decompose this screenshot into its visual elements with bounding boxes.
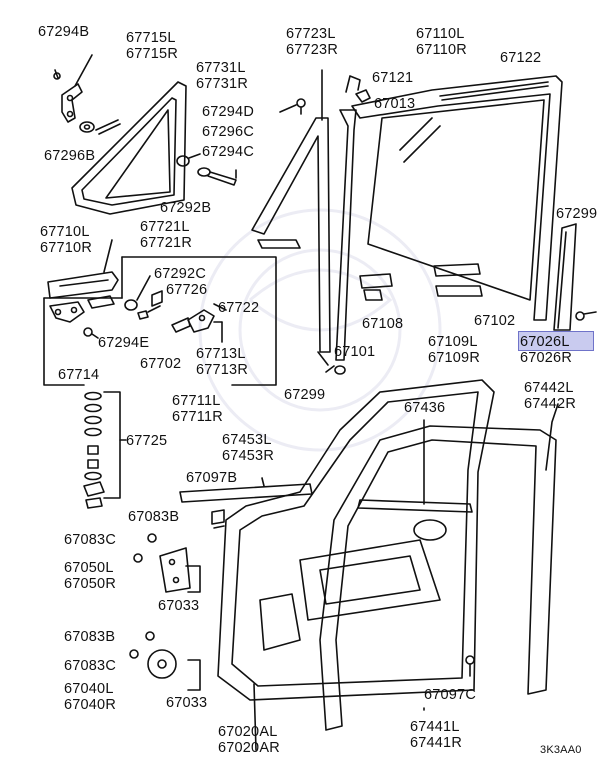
washer-67296B <box>79 121 95 133</box>
pin-67722 <box>171 317 191 333</box>
hinge-67713 <box>187 303 227 343</box>
division-bar-67723 <box>251 69 331 366</box>
glass-run-67121 <box>335 75 371 361</box>
bolt-67299-lower <box>325 365 346 375</box>
label-67296B[interactable]: 67296B <box>44 148 96 164</box>
bolt-67294C <box>197 167 237 186</box>
regulator-rail-67436 <box>357 419 473 513</box>
label-67083C-upper[interactable]: 67083C <box>64 532 116 548</box>
clip-67097C <box>465 655 475 677</box>
shim-stack-67725 <box>83 391 127 509</box>
vent-lower-bracket-67721 <box>47 239 119 299</box>
washer-67296C <box>176 153 201 167</box>
label-67722[interactable]: 67722 <box>218 300 260 316</box>
label-67299-upper[interactable]: 67299 <box>556 206 598 222</box>
label-67292C[interactable]: 67292C <box>154 266 206 282</box>
diagram-code: 3K3AA0 <box>540 744 582 756</box>
subassembly-frame-67711 <box>43 256 277 386</box>
label-67436[interactable]: 67436 <box>404 400 446 416</box>
label-67083B-upper[interactable]: 67083B <box>128 509 180 525</box>
label-67299-lower[interactable]: 67299 <box>284 387 326 403</box>
label-67725[interactable]: 67725 <box>126 433 168 449</box>
label-67294E[interactable]: 67294E <box>98 335 150 351</box>
label-67097C[interactable]: 67097C <box>424 687 476 703</box>
belt-molding-67453 <box>179 477 313 503</box>
label-67294D[interactable]: 67294D <box>202 104 254 120</box>
label-67102[interactable]: 67102 <box>474 313 516 329</box>
weatherstrip-67441 <box>319 425 557 731</box>
hinge-lower-67040 <box>129 631 201 691</box>
spring-67726 <box>137 290 163 320</box>
label-67033-upper[interactable]: 67033 <box>158 598 200 614</box>
label-67121[interactable]: 67121 <box>372 70 414 86</box>
label-67083C-lower[interactable]: 67083C <box>64 658 116 674</box>
label-67292B[interactable]: 67292B <box>160 200 212 216</box>
washer-67292C <box>124 275 151 311</box>
door-panel-67020A <box>213 379 495 751</box>
highlighted-part-67026L[interactable] <box>518 331 594 351</box>
screw-67294E <box>83 327 99 339</box>
label-67294C[interactable]: 67294C <box>202 144 254 160</box>
label-67714[interactable]: 67714 <box>58 367 100 383</box>
label-67122[interactable]: 67122 <box>500 50 542 66</box>
label-67083B-lower[interactable]: 67083B <box>64 629 116 645</box>
weatherstrip-67442 <box>545 403 559 471</box>
door-glass-67110 <box>351 75 563 321</box>
vent-bracket-67715 <box>53 54 93 123</box>
label-67033-lower[interactable]: 67033 <box>166 695 208 711</box>
label-67101[interactable]: 67101 <box>334 344 376 360</box>
label-67296C[interactable]: 67296C <box>202 124 254 140</box>
hinge-upper-67050 <box>133 533 201 593</box>
rear-channel-67026 <box>553 223 597 331</box>
label-67294B[interactable]: 67294B <box>38 24 90 40</box>
bracket-67714 <box>49 295 115 323</box>
label-67702[interactable]: 67702 <box>140 356 182 372</box>
glass-holder-67109 <box>433 263 483 297</box>
screw-67294D <box>279 98 306 115</box>
label-67108[interactable]: 67108 <box>362 316 404 332</box>
label-67013[interactable]: 67013 <box>374 96 416 112</box>
vent-glass-67710 <box>71 81 187 215</box>
clip-67097B <box>211 509 225 525</box>
label-67097B[interactable]: 67097B <box>186 470 238 486</box>
glass-holder-67108 <box>359 273 393 301</box>
label-67726[interactable]: 67726 <box>166 282 208 298</box>
